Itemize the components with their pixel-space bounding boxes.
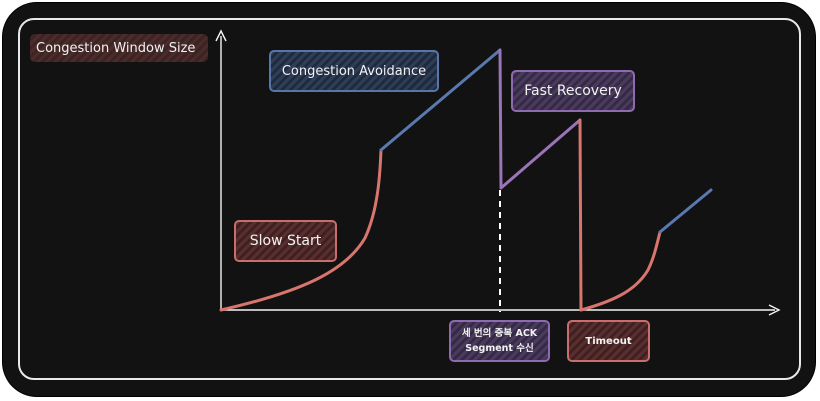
congestion-avoidance-line-1	[379, 48, 502, 152]
slow-start-label: Slow Start	[234, 220, 337, 262]
inner-frame	[18, 18, 801, 380]
timeout-drop-line	[578, 118, 583, 312]
congestion-avoidance-label: Congestion Avoidance	[269, 50, 439, 92]
y-axis-label: Congestion Window Size	[30, 34, 208, 62]
triple-dup-ack-label: 세 번의 중복 ACK Segment 수신	[449, 320, 550, 362]
slow-start-curve-2	[579, 230, 662, 312]
triple-dup-ack-line-2: Segment 수신	[465, 343, 534, 354]
fast-recovery-label: Fast Recovery	[511, 70, 635, 112]
x-axis-arrowhead	[768, 304, 781, 316]
slow-start-curve-1	[219, 148, 383, 312]
y-axis-arrowhead	[215, 29, 227, 42]
congestion-avoidance-line-2	[658, 188, 713, 234]
timeout-label: Timeout	[567, 320, 650, 362]
fast-recovery-line	[498, 48, 582, 190]
triple-dup-ack-line-1: 세 번의 중복 ACK	[461, 328, 538, 339]
